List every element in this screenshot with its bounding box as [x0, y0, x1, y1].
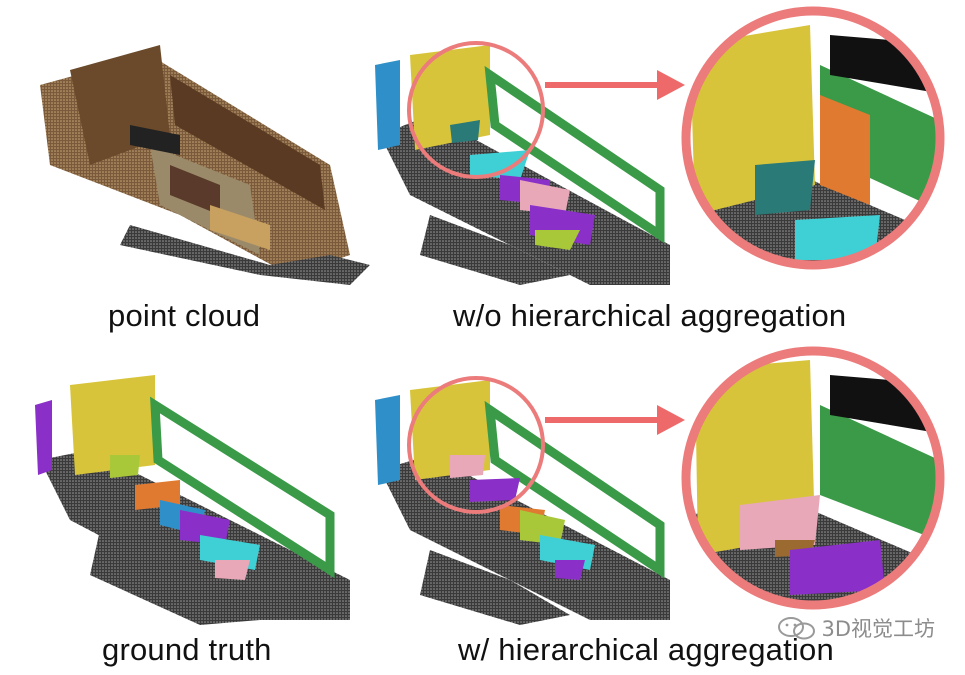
zoom-region-circle	[407, 41, 545, 179]
without-aggregation-render	[375, 41, 670, 285]
zoom-arrow-bottom	[545, 395, 690, 455]
caption-point-cloud: point cloud	[108, 298, 261, 333]
point-cloud-panel	[30, 15, 380, 285]
ground-truth-panel	[30, 360, 380, 625]
with-aggregation-panel	[370, 360, 700, 625]
zoom-circle-with	[680, 345, 950, 615]
ground-truth-render	[35, 375, 350, 625]
caption-ground-truth: ground truth	[102, 632, 272, 667]
zoom-circle-without	[680, 5, 950, 275]
point-cloud-render	[40, 45, 370, 285]
watermark: 3D视觉工坊	[777, 613, 935, 643]
caption-with-aggregation: w/ hierarchical aggregation	[458, 632, 834, 667]
without-aggregation-panel	[370, 15, 700, 285]
watermark-text: 3D视觉工坊	[821, 617, 935, 641]
zoom-region-circle-2	[407, 376, 545, 514]
with-aggregation-render	[375, 376, 670, 625]
zoom-arrow-top	[545, 60, 690, 120]
caption-without-aggregation: w/o hierarchical aggregation	[453, 298, 847, 333]
wechat-logo-icon	[778, 617, 816, 640]
